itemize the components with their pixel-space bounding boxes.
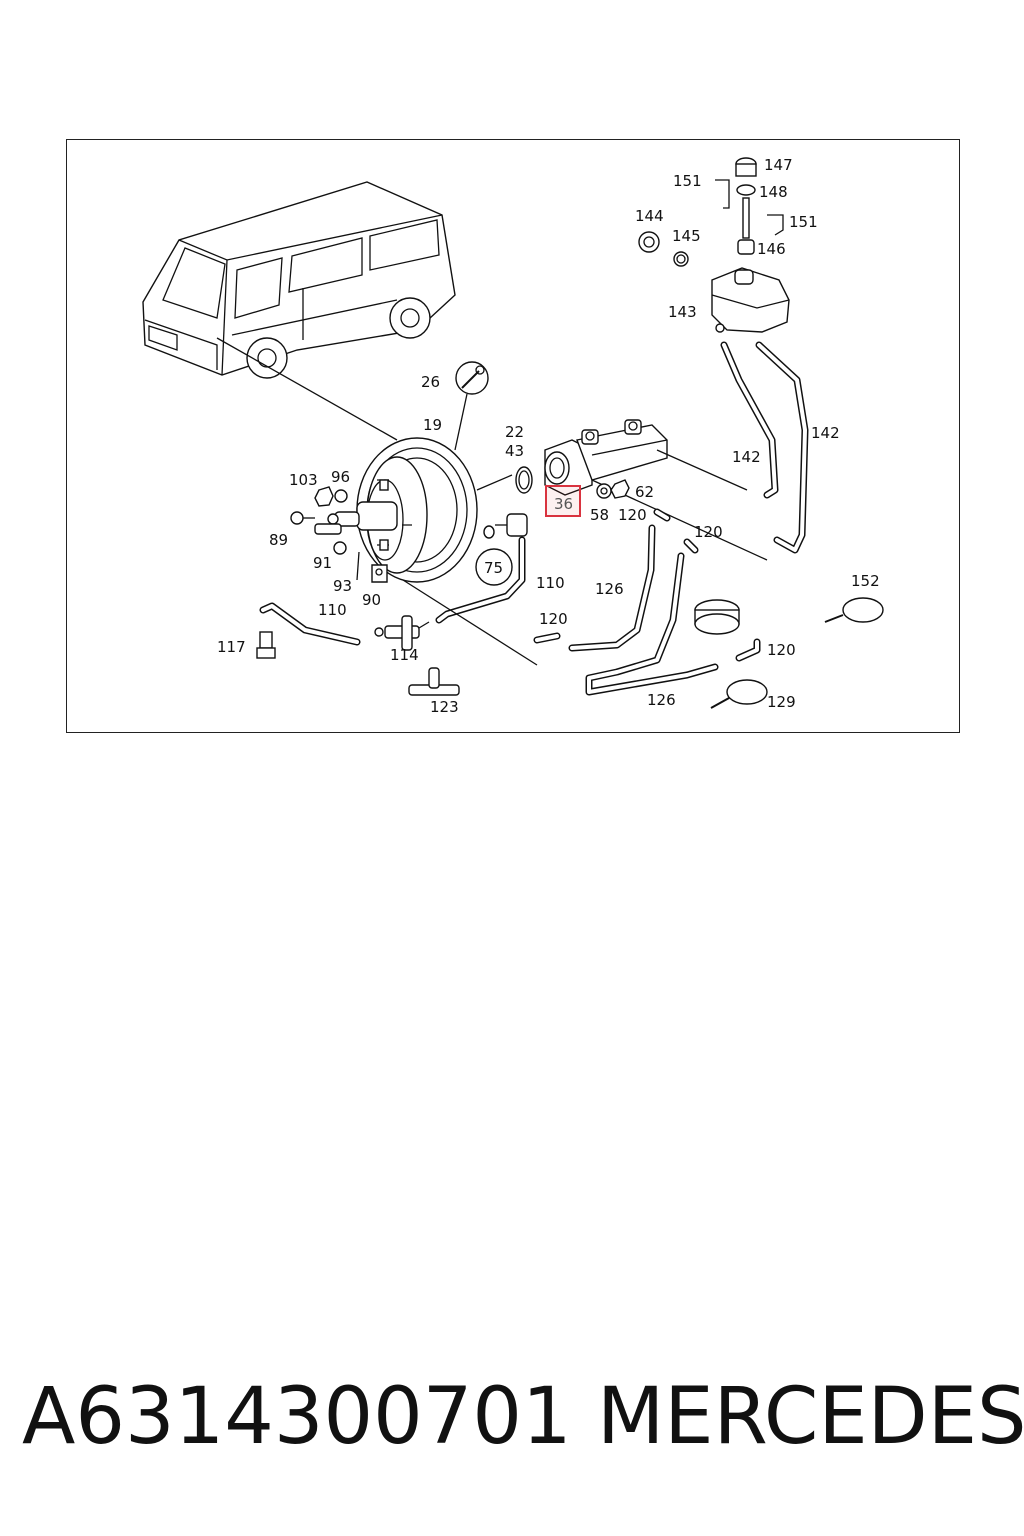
callout-103: 103 [289, 471, 318, 489]
parts-diagram: 147 151 148 144 145 151 146 143 26 19 22… [142, 156, 884, 716]
callout-143: 143 [668, 303, 697, 321]
callout-117: 117 [217, 638, 246, 656]
callout-110: 110 [318, 601, 347, 619]
callout-151: 151 [789, 213, 818, 231]
callout-circle-75 [475, 548, 513, 586]
callout-152: 152 [851, 572, 880, 590]
callout-36: 36 [554, 495, 573, 513]
cable-tie-129 [710, 679, 768, 709]
callout-90: 90 [362, 591, 381, 609]
callout-43: 43 [505, 442, 524, 460]
cable-tie-152 [824, 597, 884, 623]
callout-26: 26 [421, 373, 440, 391]
van-leader-line [216, 337, 398, 441]
callout-114: 114 [390, 646, 419, 664]
vacuum-hoses-110 [259, 536, 526, 646]
part-number: A6314300701 [22, 1372, 572, 1462]
washer-58 [596, 483, 612, 499]
callout-120: 120 [694, 523, 723, 541]
callout-75: 75 [484, 559, 503, 577]
callout-62: 62 [635, 483, 654, 501]
reservoir-hoses-142 [720, 341, 809, 554]
callout-145: 145 [672, 227, 701, 245]
cap-144 [638, 231, 660, 253]
callout-96: 96 [331, 468, 350, 486]
callout-126: 126 [595, 580, 624, 598]
footer-caption: A6314300701 MERCEDES [22, 1372, 1024, 1472]
callout-123: 123 [430, 698, 459, 716]
brand-name: MERCEDES [597, 1372, 1024, 1462]
callout-146: 146 [757, 240, 786, 258]
tee-connector-123 [408, 667, 460, 696]
callout-22: 22 [505, 423, 524, 441]
vacuum-elbow [483, 513, 528, 539]
callout-144: 144 [635, 207, 664, 225]
callout-147: 147 [764, 156, 793, 174]
callout-148: 148 [759, 183, 788, 201]
master-cylinder [544, 419, 768, 561]
callout-151: 151 [673, 172, 702, 190]
fluid-reservoir [711, 267, 790, 333]
callout-89: 89 [269, 531, 288, 549]
callout-142: 142 [811, 424, 840, 442]
hoses-120-126 [533, 508, 761, 696]
protective-cap [694, 599, 740, 635]
reservoir-cap-assembly [638, 157, 784, 267]
fitting-117 [256, 631, 276, 659]
callout-129: 129 [767, 693, 796, 711]
highlight-box-36 [545, 485, 581, 517]
callout-120: 120 [618, 506, 647, 524]
wrench-symbol-26 [454, 361, 489, 451]
callout-110: 110 [536, 574, 565, 592]
booster-fasteners [290, 486, 388, 583]
callout-120: 120 [539, 610, 568, 628]
van-illustration [142, 181, 456, 379]
callout-91: 91 [313, 554, 332, 572]
callout-126: 126 [647, 691, 676, 709]
check-valve-114 [374, 615, 430, 651]
parts-diagram-frame: 147 151 148 144 145 151 146 143 26 19 22… [66, 139, 960, 733]
seal-145 [673, 251, 689, 267]
callout-19: 19 [423, 416, 442, 434]
nut-62 [610, 479, 630, 499]
callout-142: 142 [732, 448, 761, 466]
callout-58: 58 [590, 506, 609, 524]
callout-93: 93 [333, 577, 352, 595]
brake-booster [327, 437, 513, 583]
callout-120: 120 [767, 641, 796, 659]
